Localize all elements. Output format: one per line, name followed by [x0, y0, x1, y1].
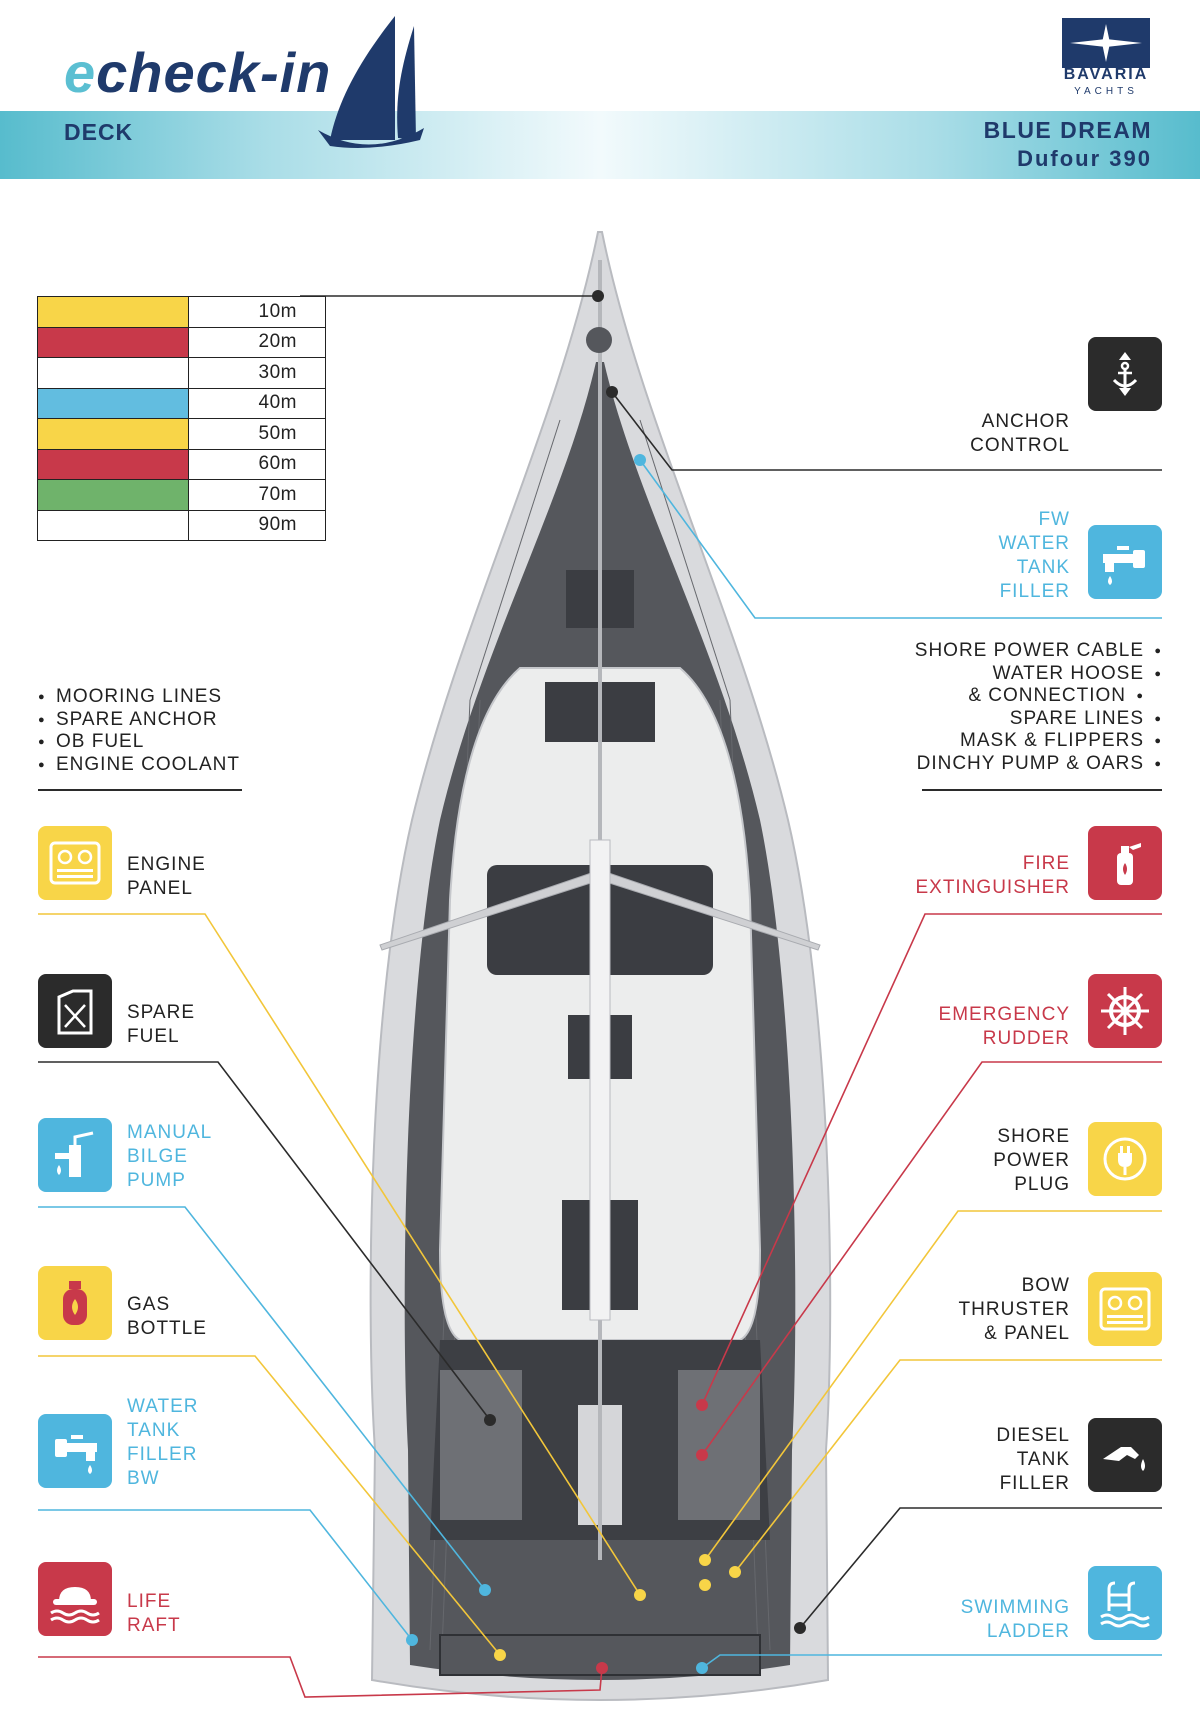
boat-model: Dufour 390	[1017, 146, 1152, 171]
right-locker-list: SHORE POWER CABLE WATER HOOSE & CONNECTI…	[915, 640, 1162, 776]
chain-length-label: 50m	[188, 418, 326, 450]
life-raft-icon	[38, 1562, 112, 1636]
list-item: ENGINE COOLANT	[38, 754, 240, 777]
list-item: SPARE ANCHOR	[38, 709, 240, 732]
chain-length-label: 30m	[188, 357, 326, 389]
chain-mark-row: 60m	[37, 448, 326, 480]
windlass	[586, 327, 612, 353]
header-band	[0, 111, 1200, 179]
anchor-icon	[1088, 337, 1162, 411]
chain-length-label: 90m	[188, 509, 326, 541]
cockpit-seat-starboard	[678, 1370, 760, 1520]
callout-dots	[406, 386, 806, 1674]
compass-star-icon	[1070, 24, 1142, 62]
chain-mark-row: 90m	[37, 509, 326, 541]
swim-ladder-icon	[1088, 1566, 1162, 1640]
chain-mark-row: 40m	[37, 387, 326, 419]
panel-gauges-icon	[1088, 1272, 1162, 1346]
hand-pump-icon	[38, 1118, 112, 1192]
list-item: SHORE POWER CABLE	[915, 640, 1162, 663]
fire-extinguisher-icon	[1088, 826, 1162, 900]
chain-color-swatch	[37, 448, 189, 480]
jerrycan-icon	[38, 974, 112, 1048]
callout-lines	[38, 295, 1162, 1698]
list-item: OB FUEL	[38, 731, 240, 754]
chain-color-swatch	[37, 479, 189, 511]
power-plug-icon	[1088, 1122, 1162, 1196]
gas-bottle-icon	[38, 1266, 112, 1340]
chain-color-swatch	[37, 387, 189, 419]
chain-length-label: 70m	[188, 479, 326, 511]
chain-mark-row: 70m	[37, 479, 326, 511]
chain-color-swatch	[37, 509, 189, 541]
faucet-icon	[38, 1414, 112, 1488]
chain-length-label: 20m	[188, 326, 326, 358]
app-logo: echeck-in	[64, 41, 332, 104]
cockpit-seat-port	[440, 1370, 522, 1520]
logo-subtext: YACHTS	[1074, 86, 1138, 97]
list-item: MASK & FLIPPERS	[915, 730, 1162, 753]
logo-text: BAVARIA	[1063, 66, 1149, 83]
list-item: MOORING LINES	[38, 686, 240, 709]
fuel-nozzle-icon	[1088, 1418, 1162, 1492]
chain-mark-row: 50m	[37, 418, 326, 450]
chain-color-swatch	[37, 418, 189, 450]
boom	[589, 839, 611, 1321]
boat-name: BLUE DREAM	[983, 117, 1152, 143]
section-label: DECK	[64, 119, 134, 145]
left-locker-list: MOORING LINES SPARE ANCHOR OB FUEL ENGIN…	[38, 686, 240, 776]
list-item: SPARE LINES	[915, 708, 1162, 731]
list-item: DINCHY PUMP & OARS	[915, 753, 1162, 776]
ship-wheel-icon	[1088, 974, 1162, 1048]
panel-gauges-icon	[38, 826, 112, 900]
chain-length-label: 40m	[188, 387, 326, 419]
bavaria-logo	[1062, 18, 1150, 68]
list-item: WATER HOOSE	[915, 663, 1162, 686]
list-item: & CONNECTION	[915, 685, 1162, 708]
faucet-icon	[1088, 525, 1162, 599]
